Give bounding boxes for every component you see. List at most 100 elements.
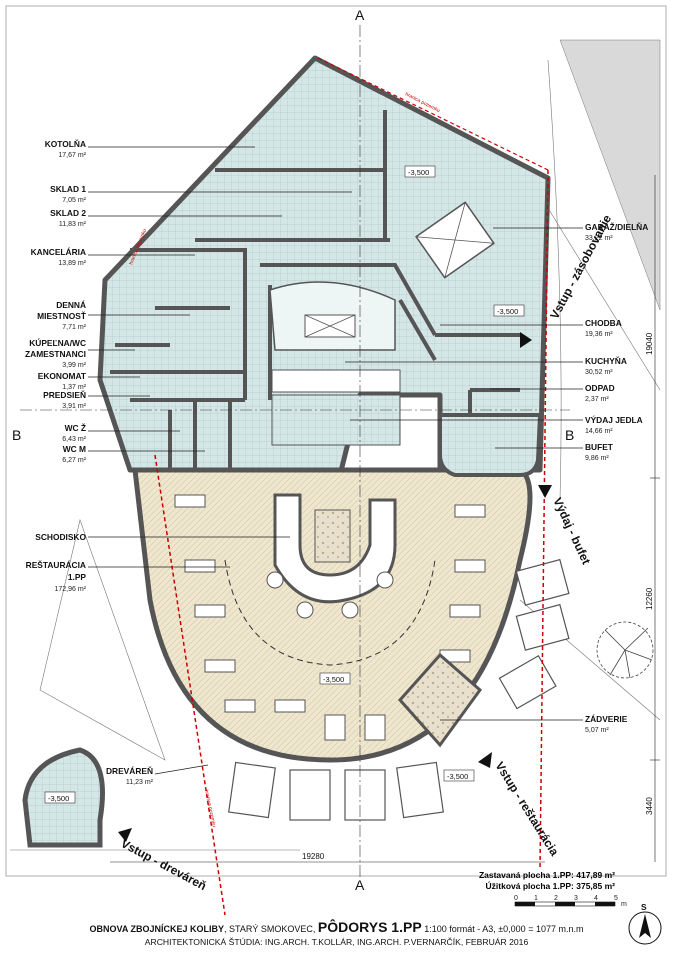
entrance-bufet: Výdaj - bufet [550,495,593,566]
label-kotolna: KOTOLŇA [45,138,86,149]
level-kotolna: -3,500 [408,168,429,177]
label-kuchyna: KUCHYŇA [585,355,627,366]
dim-right-mid: 12260 [645,587,654,610]
bufet-room [438,413,543,477]
right-labels: GARÁŽ/DIELŇA 33,22 m² CHODBA 19,36 m² KU… [585,221,648,734]
dim-bottom: 19280 [302,852,325,861]
area-sklad2: 11,83 m² [59,221,87,228]
title-block-line1: OBNOVA ZBOJNÍCKEJ KOLIBY, STARÝ SMOKOVEC… [0,919,673,935]
area-kotolna: 17,67 m² [58,152,86,159]
section-mark-b-right: B [565,427,574,443]
label-predsien: PREDSIEŇ [43,389,86,400]
label-kancelaria: KANCELÁRIA [31,246,86,257]
area-bufet: 9,86 m² [585,455,609,462]
level-drevaren: -3,500 [48,794,69,803]
label-kupelna-1: KÚPEĽNA/WC [29,337,86,348]
label-sklad2: SKLAD 2 [50,208,86,218]
label-chodba: CHODBA [585,318,622,328]
project-place: , STARÝ SMOKOVEC, [224,924,316,934]
area-denna: 7,71 m² [62,324,86,331]
stat-uzitkova: Úžitková plocha 1.PP: 375,85 m² [485,881,615,891]
scale-tick-0: 0 [514,895,518,902]
staircase [273,493,397,604]
terrain-line [542,199,661,391]
north-label: S [641,902,647,912]
kitchen-counter [271,369,401,393]
area-predsien: 3,91 m² [62,403,86,410]
level-restauracia: -3,500 [323,675,344,684]
garage-vehicle [415,201,495,279]
property-boundary [154,454,226,916]
zadverie-room [397,652,483,748]
label-garaz: GARÁŽ/DIELŇA [585,221,648,232]
level-tags: -3,500 -3,500 -3,500 -3,500 -3,500 [44,165,525,804]
scale-tick-3: 3 [574,895,578,902]
project-name: OBNOVA ZBOJNÍCKEJ KOLIBY [89,924,225,934]
label-denna-1: DENNÁ [56,299,86,310]
area-wcm: 6,27 m² [62,457,86,464]
scale-bar: 0 1 2 3 4 5 m [514,895,627,908]
tree-symbol [596,621,654,679]
area-odpad: 2,37 m² [585,396,609,403]
scale-unit: m [621,901,627,908]
scale-tick-2: 2 [554,895,558,902]
property-boundary [539,169,549,871]
label-bufet: BUFET [585,442,614,452]
label-zadverie: ZÁDVERIE [585,713,628,724]
area-drevaren: 11,23 m² [126,779,154,786]
sheet-meta: 1:100 formát - A3, ±0,000 = 1077 m.n.m [424,924,584,934]
dim-right-top: 19040 [645,332,654,355]
section-mark-a-bottom: A [355,877,365,893]
label-vydaj: VÝDAJ JEDLA [585,414,643,425]
stair-landing [314,509,351,563]
level-chodba: -3,500 [497,307,518,316]
entrance-restauracia: Vstup - reštaurácia [492,759,561,858]
leader-lines [88,146,583,775]
terrain-outline [39,518,166,761]
boundary-label-bottom: hranica pozemku [203,789,217,828]
area-vydaj: 14,66 m² [585,428,613,435]
section-mark-b-left: B [12,427,21,443]
label-sklad1: SKLAD 1 [50,184,86,194]
area-chodba: 19,36 m² [585,331,613,338]
label-restauracia-2: 1.PP [68,572,87,582]
level-zadverie: -3,500 [447,772,468,781]
label-drevaren: DREVÁREŇ [106,765,153,776]
property-boundary [317,57,549,171]
dimension-lines [110,175,660,863]
label-denna-2: MIESTNOSŤ [37,310,87,321]
kitchen-hood-cross [304,314,356,338]
restaurant-tables [174,494,486,741]
scale-tick-1: 1 [534,895,538,902]
label-ekonomat: EKONOMAT [38,371,87,381]
area-wcz: 6,43 m² [62,436,86,443]
terrace-benches [228,558,570,821]
sheet-title: PÔDORYS 1.PP [317,919,422,935]
north-arrow-icon: S [628,902,662,945]
round-tables [266,571,394,619]
area-restauracia: 172,96 m² [54,586,86,593]
scale-tick-4: 4 [594,895,598,902]
studio-credit: ARCHITEKTONICKÁ ŠTÚDIA: ING.ARCH. T.KOLL… [144,937,529,947]
stat-zastavana: Zastavaná plocha 1.PP: 417,89 m² [478,870,615,880]
entrance-arrow-bufet [538,485,552,498]
left-labels: KOTOLŇA 17,67 m² SKLAD 1 7,05 m² SKLAD 2… [25,138,154,786]
area-ekonomat: 1,37 m² [62,384,86,391]
label-kupelna-2: ZAMESTNANCI [25,349,86,359]
area-zadverie: 5,07 m² [585,727,609,734]
entrance-arrow-zasobovanie [520,332,532,348]
section-mark-a-top: A [355,7,365,23]
terrain-hatch [559,39,661,311]
label-restauracia-1: REŠTAURÁCIA [26,559,86,570]
dashed-outline [224,559,436,666]
area-kancelaria: 13,89 m² [58,260,86,267]
area-garaz: 33,22 m² [585,235,613,242]
area-kupelna: 3,99 m² [62,362,86,369]
label-wcz: WC Ž [65,422,86,433]
terrain-line [547,59,562,501]
area-stats: Zastavaná plocha 1.PP: 417,89 m² Úžitkov… [479,870,615,892]
scale-tick-5: 5 [614,895,618,902]
area-sklad1: 7,05 m² [62,197,86,204]
entrance-drevaren: Vstup - dreváreň [119,836,209,893]
